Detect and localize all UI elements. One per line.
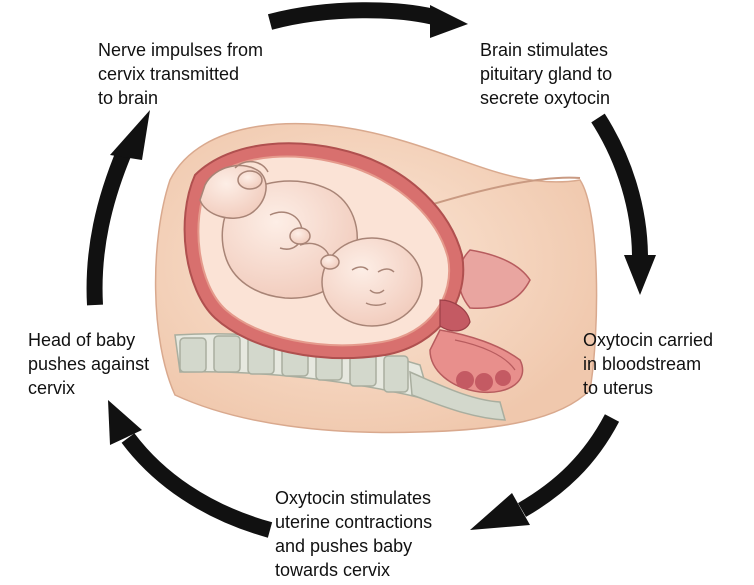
label-line: in bloodstream <box>583 354 702 374</box>
arrow-bottom-right-head <box>470 493 530 530</box>
arrow-left-head <box>110 110 150 160</box>
arrow-bottom-left <box>121 433 273 538</box>
step-oxytocin-carried-label: Oxytocin carried in bloodstream to uteru… <box>583 328 713 400</box>
label-line: cervix <box>28 378 76 398</box>
pregnant-body-illustration <box>154 122 598 434</box>
label-line: Oxytocin carried <box>583 330 714 350</box>
label-line: Oxytocin stimulates <box>275 488 432 508</box>
label-line: to brain <box>98 88 159 108</box>
arrow-bottom-left-head <box>108 400 142 445</box>
cervix <box>439 299 471 332</box>
label-line: Nerve impulses from <box>98 40 264 60</box>
label-line: secrete oxytocin <box>480 88 611 108</box>
label-line: cervix transmitted <box>98 64 240 84</box>
arrow-left <box>86 146 133 306</box>
step-oxytocin-stimulates-label: Oxytocin stimulates uterine contractions… <box>275 486 432 582</box>
label-line: Head of baby <box>28 330 136 350</box>
label-line: uterine contractions <box>275 512 433 532</box>
label-line: to uterus <box>583 378 654 398</box>
step-nerve-impulses-label: Nerve impulses from cervix transmitted t… <box>98 38 263 110</box>
step-head-pushes-label: Head of baby pushes against cervix <box>28 328 149 400</box>
label-line: and pushes baby <box>275 536 413 556</box>
label-line: pituitary gland to <box>480 64 613 84</box>
arrow-right-head <box>624 255 656 295</box>
label-line: towards cervix <box>275 560 391 580</box>
back-contour <box>429 176 581 206</box>
step-brain-stimulates-label: Brain stimulates pituitary gland to secr… <box>480 38 612 110</box>
cycle-arrows <box>86 2 656 538</box>
pelvic-organs <box>429 249 531 394</box>
label-line: Brain stimulates <box>480 40 609 60</box>
arrow-top <box>267 2 441 30</box>
arrow-bottom-right <box>517 414 620 517</box>
arrow-top-head <box>430 5 468 38</box>
label-line: pushes against <box>28 354 150 374</box>
arrow-right <box>591 113 648 259</box>
fetus <box>199 160 423 327</box>
